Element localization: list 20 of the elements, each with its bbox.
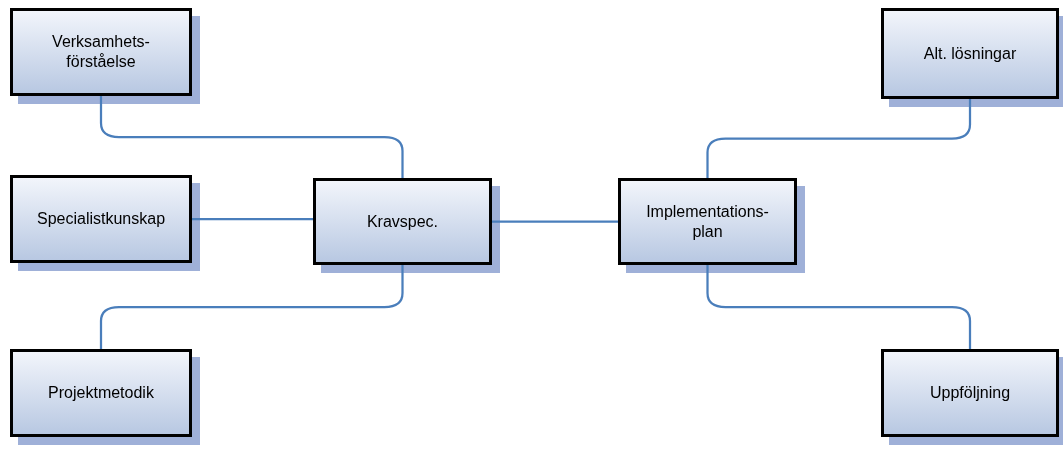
process-box	[10, 8, 192, 96]
box-label: Uppföljning	[929, 383, 1011, 403]
process-box	[10, 349, 192, 437]
box-label: Verksamhets- förståelse	[51, 32, 151, 72]
connector-line	[192, 217, 313, 221]
box-label: Specialistkunskap	[36, 209, 166, 229]
connector-line	[99, 96, 404, 178]
process-box	[881, 349, 1059, 437]
box-label: Alt. lösningar	[923, 43, 1017, 64]
connector-line	[492, 220, 618, 223]
process-box	[618, 178, 797, 265]
process-box	[10, 175, 192, 263]
box-label: Implementations- plan	[645, 201, 770, 242]
process-box	[881, 8, 1059, 99]
connector-line	[706, 99, 972, 178]
connector-line	[99, 265, 404, 349]
process-box	[313, 178, 492, 265]
box-label: Kravspec.	[366, 211, 439, 232]
box-label: Projektmetodik	[48, 383, 154, 403]
connector-line	[706, 265, 972, 349]
